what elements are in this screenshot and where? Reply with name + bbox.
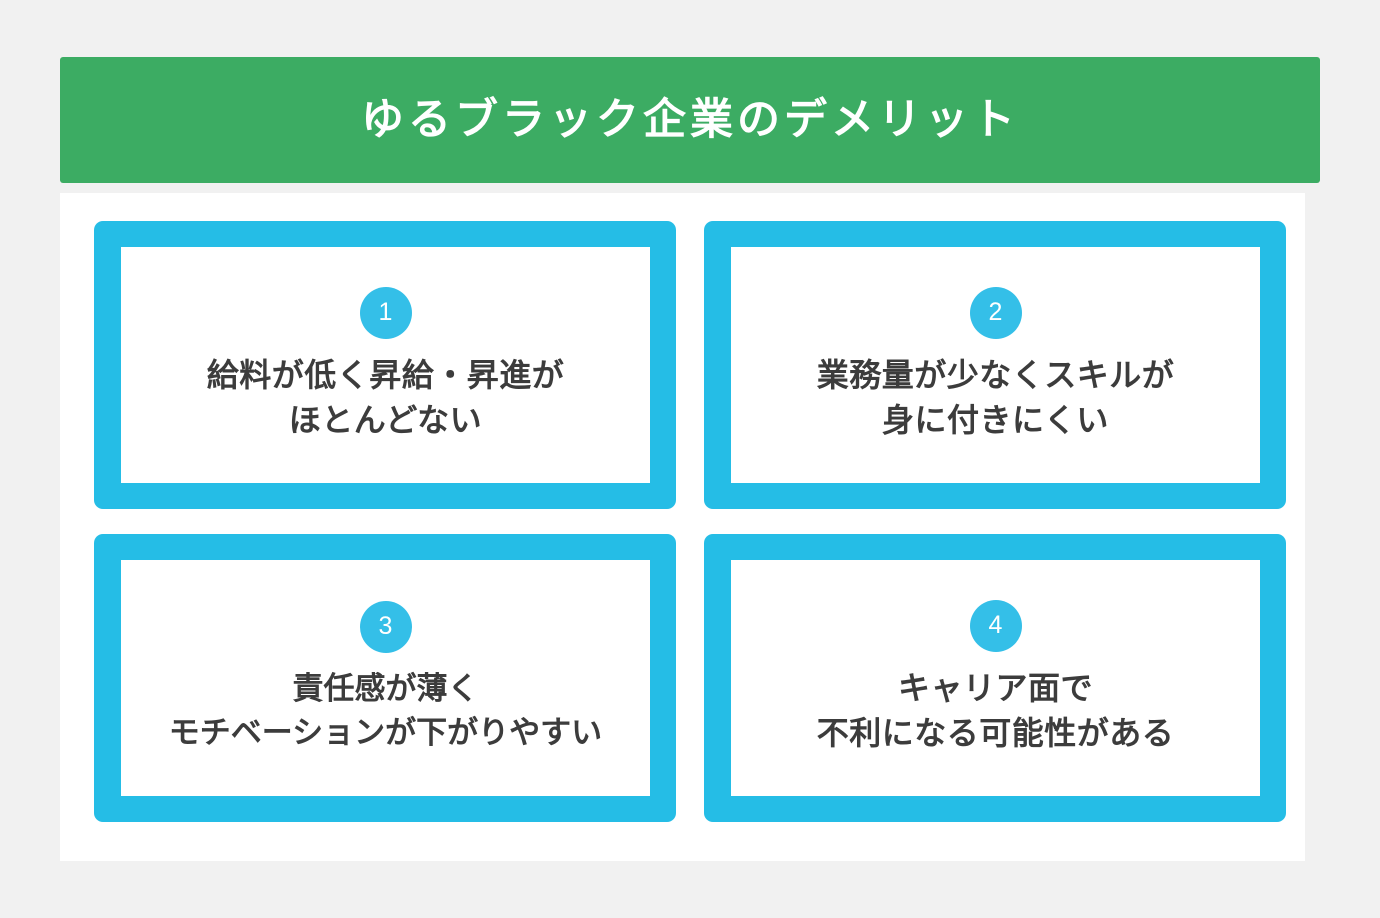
card-grid: 1 給料が低く昇給・昇進が ほとんどない 2 業務量が少なくスキルが 身に付きに… — [94, 221, 1286, 822]
card-text-1: 給料が低く昇給・昇進が ほとんどない — [207, 353, 565, 444]
card-text-line: モチベーションが下がりやすい — [168, 715, 603, 750]
card-number-badge-2: 2 — [969, 286, 1022, 339]
card-text-line: 業務量が少なくスキルが — [816, 356, 1175, 393]
content-panel: 1 給料が低く昇給・昇進が ほとんどない 2 業務量が少なくスキルが 身に付きに… — [60, 193, 1305, 861]
card-item-3: 3 責任感が薄く モチベーションが下がりやすい — [94, 534, 676, 822]
card-text-line: ほとんどない — [288, 402, 483, 438]
card-text-line: 不利になる可能性がある — [816, 715, 1175, 751]
card-number-badge-4: 4 — [969, 599, 1022, 652]
header-banner: ゆるブラック企業のデメリット — [60, 57, 1320, 183]
card-text-line: 身に付きにくい — [882, 402, 1109, 438]
card-inner-1: 1 給料が低く昇給・昇進が ほとんどない — [121, 247, 650, 483]
card-text-3: 責任感が薄く モチベーションが下がりやすい — [169, 667, 602, 755]
card-inner-4: 4 キャリア面で 不利になる可能性がある — [731, 560, 1260, 796]
card-item-1: 1 給料が低く昇給・昇進が ほとんどない — [94, 221, 676, 509]
card-text-line: 責任感が薄く — [292, 670, 479, 706]
card-number-badge-1: 1 — [359, 286, 412, 339]
card-inner-2: 2 業務量が少なくスキルが 身に付きにくい — [731, 247, 1260, 483]
card-number-badge-3: 3 — [359, 600, 412, 653]
card-text-line: キャリア面で — [897, 669, 1093, 706]
card-text-2: 業務量が少なくスキルが 身に付きにくい — [817, 353, 1175, 444]
card-text-line: 給料が低く昇給・昇進が — [206, 356, 565, 393]
card-item-2: 2 業務量が少なくスキルが 身に付きにくい — [704, 221, 1286, 509]
card-text-4: キャリア面で 不利になる可能性がある — [817, 666, 1175, 757]
card-item-4: 4 キャリア面で 不利になる可能性がある — [704, 534, 1286, 822]
page-title: ゆるブラック企業のデメリット — [361, 95, 1019, 144]
card-inner-3: 3 責任感が薄く モチベーションが下がりやすい — [121, 560, 650, 796]
